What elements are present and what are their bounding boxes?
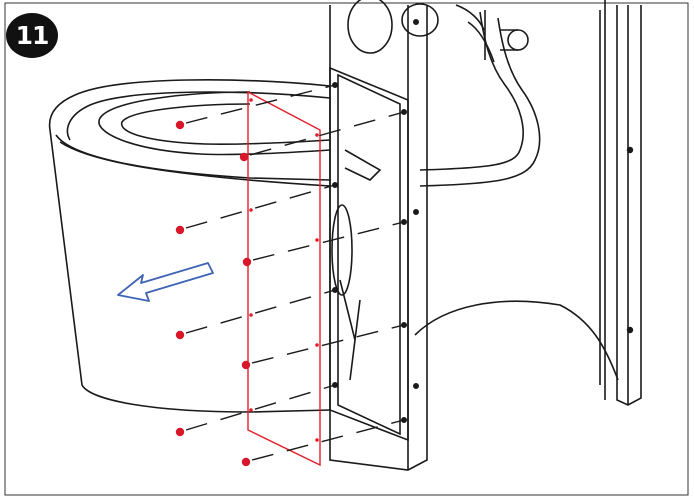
screw-alignment-line [249,111,405,156]
panel-hole [249,98,253,102]
wall-post [616,5,642,406]
panel-hole [315,343,319,347]
screw-alignment-lines [185,84,405,461]
screw-alignment-line [185,184,336,229]
screw-alignment-line [252,221,405,261]
screw-group [175,120,252,467]
screw-alignment-line [185,84,336,124]
panel-hole [249,208,253,212]
screw-icon [241,360,251,370]
screw-icon [175,427,185,437]
screw-alignment-line [251,324,405,364]
screw-icon [239,152,249,162]
panel-hole [315,133,319,137]
panel-holes [249,98,319,442]
panel-hole [315,438,319,442]
screw-icon [175,120,185,130]
step-number-badge: 11 [6,13,58,58]
screw-alignment-line [251,419,405,461]
screw-icon [242,257,252,267]
flush-pipe [419,4,541,187]
removal-direction-arrow-icon [117,262,214,302]
mounting-frame [329,0,439,471]
screw-alignment-line [185,384,336,431]
screw-icon [175,330,185,340]
screw-icon [241,457,251,467]
panel-hole [249,313,253,317]
cover-panel [247,90,321,467]
screw-icon [175,225,185,235]
figure-frame [4,2,689,496]
screw-alignment-line [185,289,336,334]
panel-hole [315,238,319,242]
panel-hole [249,408,253,412]
toilet-bowl [48,0,619,413]
